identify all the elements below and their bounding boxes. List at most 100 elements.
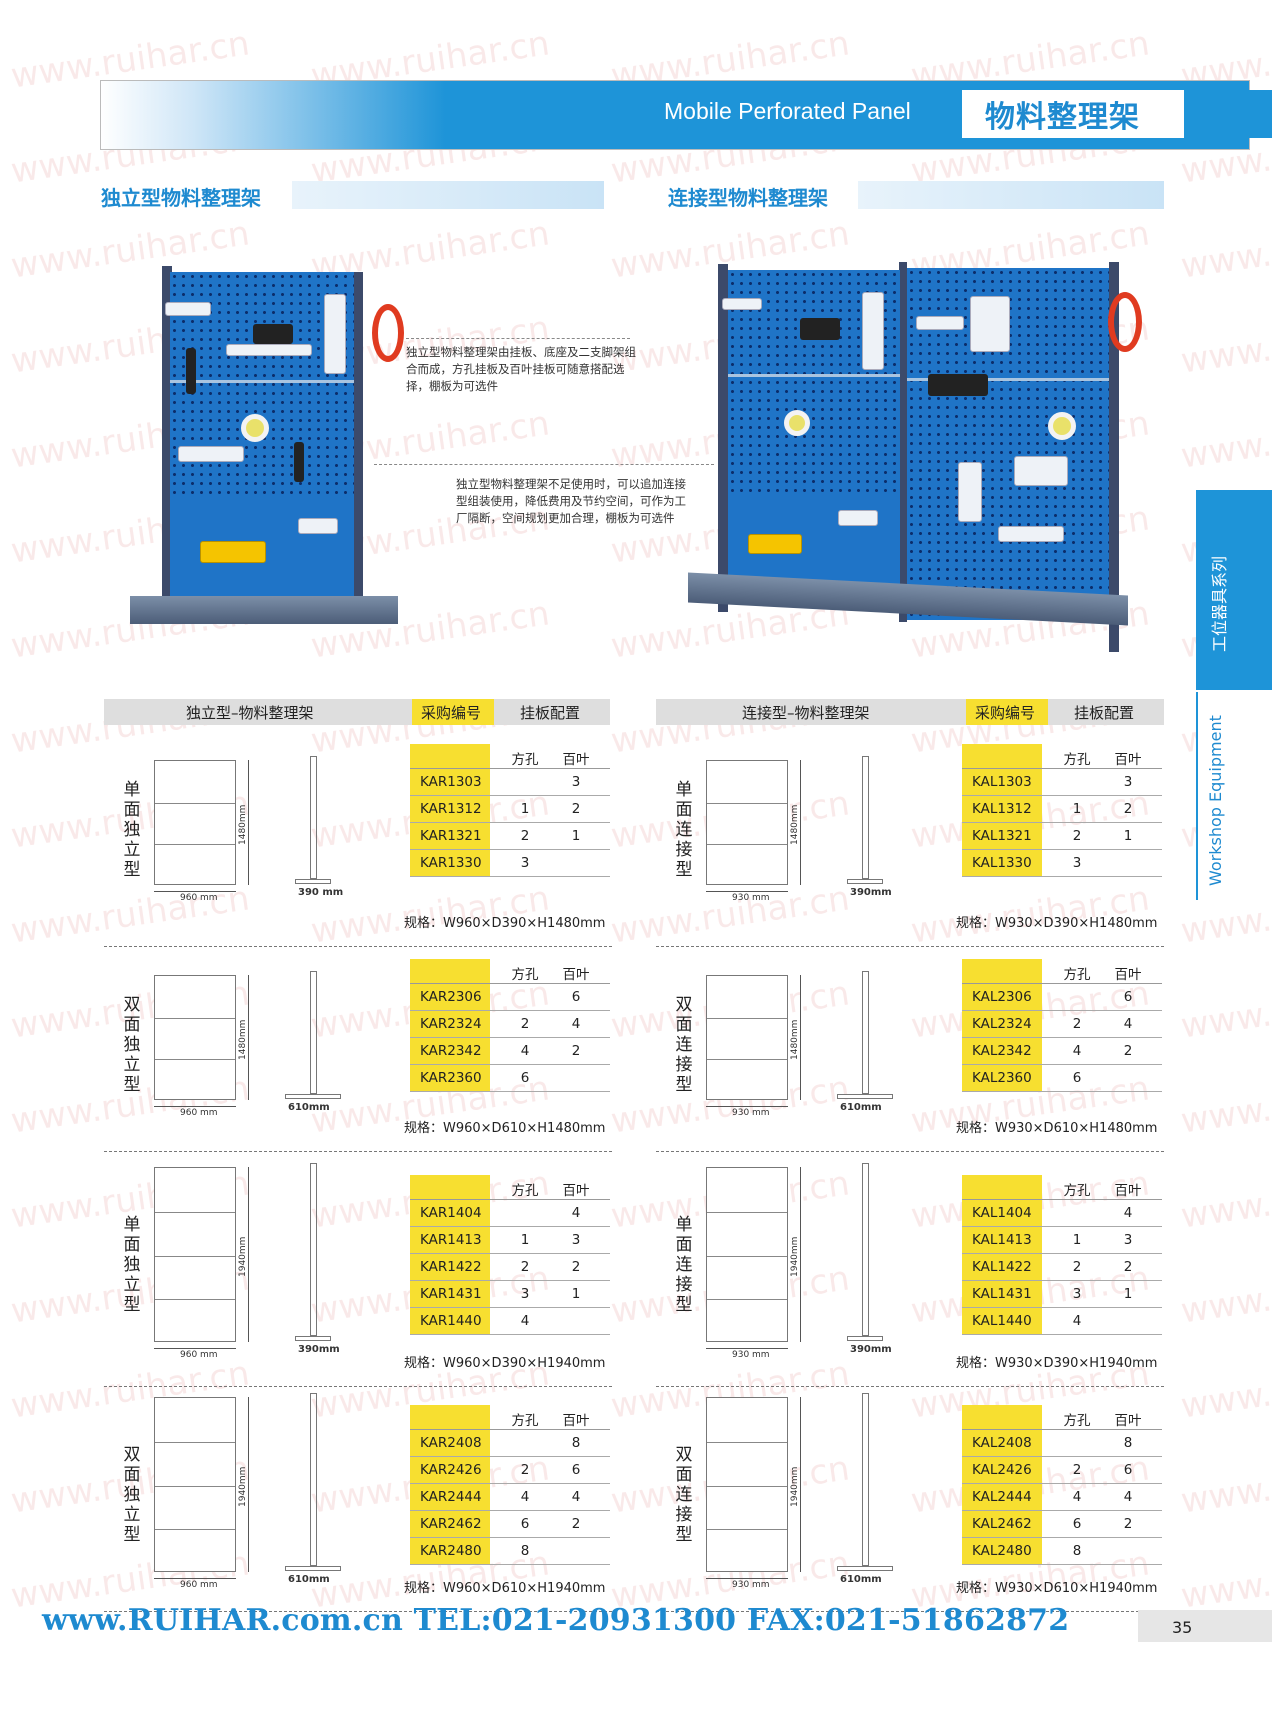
rack-type-label: 双面独立型 — [123, 995, 141, 1095]
footer-contact: www.RUIHAR.com.cn TEL:021-20931300 FAX:0… — [42, 1603, 1070, 1638]
square-hole-count: 6 — [520, 1070, 530, 1086]
square-hole-column-header: 方孔 — [511, 752, 539, 768]
purchase-code: KAR1404 — [410, 1200, 490, 1226]
louver-count: 2 — [1123, 1516, 1133, 1532]
purchase-code: KAL1422 — [962, 1254, 1042, 1280]
purchase-code: KAL1330 — [962, 850, 1042, 876]
purchase-code: KAR1330 — [410, 850, 490, 876]
width-dimension: 960 mm — [180, 1580, 218, 1590]
height-dimension: 1480mm — [790, 804, 800, 845]
purchase-code: KAR2324 — [410, 1011, 490, 1037]
square-hole-count: 4 — [520, 1313, 530, 1329]
standalone-rack-illustration — [128, 266, 404, 631]
standalone-code-header: 采购编号 — [421, 704, 482, 722]
side-view-drawing — [862, 756, 869, 879]
front-view-drawing — [706, 1167, 788, 1342]
louver-count: 6 — [571, 1462, 581, 1478]
width-dimension: 960 mm — [180, 893, 218, 903]
square-hole-count: 2 — [1072, 1016, 1082, 1032]
rack-type-label: 双面连接型 — [675, 1445, 693, 1545]
height-dimension: 1480mm — [238, 804, 248, 845]
square-hole-count: 4 — [1072, 1489, 1082, 1505]
square-hole-count: 2 — [520, 1259, 530, 1275]
purchase-code: KAR2306 — [410, 984, 490, 1010]
block-divider — [656, 1151, 1164, 1152]
louver-count: 1 — [1123, 1286, 1133, 1302]
purchase-code: KAL1404 — [962, 1200, 1042, 1226]
square-hole-count: 2 — [1072, 828, 1082, 844]
linked-config-header: 挂板配置 — [1074, 704, 1135, 722]
dimension-spec: 规格：W930×D390×H1940mm — [956, 1356, 1158, 1371]
front-view-drawing — [706, 975, 788, 1100]
note-linked: 独立型物料整理架不足使用时，可以追加连接型组装使用，降低费用及节约空间，可作为工… — [456, 477, 686, 525]
square-hole-count: 2 — [1072, 1259, 1082, 1275]
purchase-code: KAL2360 — [962, 1065, 1042, 1091]
depth-dimension: 610mm — [840, 1102, 882, 1113]
linked-section-bar — [858, 181, 1164, 209]
watermark: www.ruihar.cn — [1178, 1068, 1272, 1142]
louver-column-header: 百叶 — [1114, 1183, 1142, 1199]
dimension-spec: 规格：W960×D390×H1480mm — [404, 916, 606, 931]
louver-count: 4 — [1123, 1489, 1133, 1505]
standalone-section-bar — [292, 181, 604, 209]
purchase-code: KAR1440 — [410, 1308, 490, 1334]
note-standalone: 独立型物料整理架由挂板、底座及二支脚架组合而成，方孔挂板及百叶挂板可随意搭配选择… — [406, 345, 636, 393]
header-chinese-title: 物料整理架 — [985, 100, 1140, 135]
square-hole-count: 2 — [520, 1016, 530, 1032]
table-row: KAR1440 4 — [410, 1308, 610, 1335]
louver-count: 4 — [571, 1205, 581, 1221]
square-hole-count: 3 — [1072, 855, 1082, 871]
purchase-code: KAL2408 — [962, 1430, 1042, 1456]
height-dimension: 1940mm — [790, 1466, 800, 1507]
watermark: www.ruihar.cn — [1178, 1448, 1272, 1522]
square-hole-count: 4 — [1072, 1043, 1082, 1059]
rack-foot-drawing — [285, 1566, 341, 1571]
louver-count: 4 — [571, 1489, 581, 1505]
depth-dimension: 610mm — [288, 1574, 330, 1585]
louver-column-header: 百叶 — [562, 1413, 590, 1429]
rack-type-label: 双面独立型 — [123, 1445, 141, 1545]
depth-dimension: 390mm — [850, 1344, 892, 1355]
front-view-drawing — [706, 760, 788, 885]
square-hole-column-header: 方孔 — [1063, 967, 1091, 983]
louver-count: 6 — [1123, 989, 1133, 1005]
linked-code-header: 采购编号 — [975, 704, 1036, 722]
watermark: www.ruihar.cn — [1178, 403, 1272, 477]
code-header-highlight — [412, 699, 494, 725]
header-english-title: Mobile Perforated Panel — [664, 98, 911, 124]
purchase-code: KAR2342 — [410, 1038, 490, 1064]
watermark: www.ruihar.cn — [1178, 973, 1272, 1047]
louver-count: 3 — [1123, 1232, 1133, 1248]
louver-count: 8 — [1123, 1435, 1133, 1451]
linked-rack-illustration — [688, 262, 1142, 662]
rack-type-label: 单面独立型 — [123, 780, 141, 880]
square-hole-count: 2 — [520, 1462, 530, 1478]
config-table-header: 方孔百叶 — [962, 744, 1162, 769]
block-divider — [104, 946, 612, 947]
config-table-header: 方孔百叶 — [962, 959, 1162, 984]
square-hole-column-header: 方孔 — [511, 967, 539, 983]
purchase-code: KAR1321 — [410, 823, 490, 849]
height-dimension: 1940mm — [238, 1236, 248, 1277]
rack-type-label: 单面连接型 — [675, 1215, 693, 1315]
header-title-box — [962, 90, 1184, 138]
purchase-code: KAL1413 — [962, 1227, 1042, 1253]
watermark: www.ruihar.cn — [1178, 213, 1272, 287]
louver-count: 3 — [1123, 774, 1133, 790]
side-view-drawing — [310, 1163, 317, 1336]
louver-count: 2 — [571, 1043, 581, 1059]
width-dimension: 960 mm — [180, 1350, 218, 1360]
square-hole-count: 4 — [520, 1043, 530, 1059]
square-hole-count: 1 — [520, 1232, 530, 1248]
